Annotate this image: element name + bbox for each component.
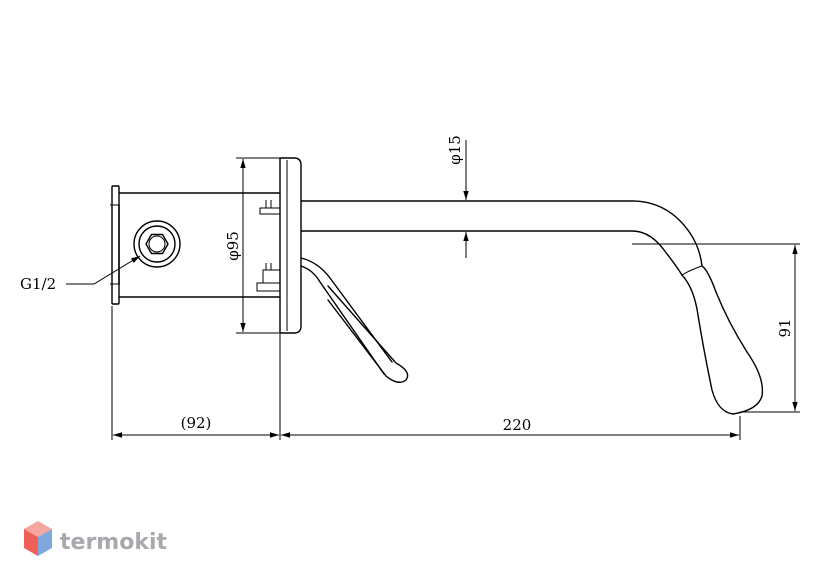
dim-spout-diameter-label: φ15 xyxy=(446,135,464,165)
logo-text: termokit xyxy=(60,530,167,555)
inlet-connection xyxy=(133,220,181,268)
dim-spout-height: 91 xyxy=(632,243,800,413)
rosette-plate xyxy=(279,157,302,334)
dim-spout-length-label: 220 xyxy=(503,416,532,434)
mounting-body xyxy=(110,185,281,305)
dim-rosette-diameter-label: φ95 xyxy=(224,231,242,261)
dim-spout-height-label: 91 xyxy=(776,318,794,337)
dim-spout-diameter: φ15 xyxy=(446,135,469,258)
thread-label: G1/2 xyxy=(20,275,56,293)
spout xyxy=(300,200,764,415)
rosette-screws xyxy=(256,200,281,292)
termokit-logo: termokit xyxy=(24,521,167,556)
logo-cube-icon xyxy=(24,521,52,556)
dim-body-depth-label: (92) xyxy=(181,414,212,432)
dim-rosette-diameter: φ95 xyxy=(224,157,280,334)
lever-handle xyxy=(300,257,409,383)
thread-callout: G1/2 xyxy=(20,255,141,293)
dim-horizontal: (92) 220 xyxy=(111,306,741,440)
